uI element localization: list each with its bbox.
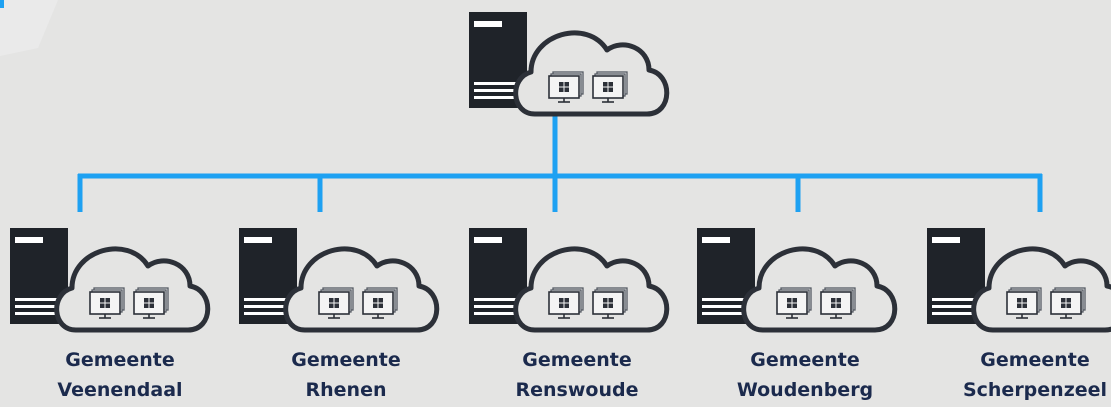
desktop-stack-icon: [776, 287, 812, 319]
windows-logo-icon: [100, 298, 110, 308]
desktop-stack-icon: [820, 287, 856, 319]
windows-logo-icon: [559, 298, 569, 308]
windows-logo-icon: [559, 82, 569, 92]
windows-logo-icon: [1017, 298, 1027, 308]
cloud-icon: [513, 246, 670, 333]
cloud-icon: [513, 30, 670, 117]
corner-decoration: [0, 0, 58, 56]
site-label-line1: Gemeente: [980, 349, 1090, 371]
windows-logo-icon: [787, 298, 797, 308]
windows-logo-icon: [144, 298, 154, 308]
desktop-stack-icon: [89, 287, 125, 319]
cloud-icon: [741, 246, 898, 333]
windows-logo-icon: [831, 298, 841, 308]
windows-logo-icon: [603, 82, 613, 92]
connector-lines: [77, 96, 1043, 212]
central-node: [469, 12, 670, 117]
windows-logo-icon: [329, 298, 339, 308]
site-node-3: [469, 228, 670, 333]
site-label-line2: Scherpenzeel: [962, 379, 1108, 401]
windows-logo-icon: [373, 298, 383, 308]
site-label-line1: Gemeente: [291, 349, 401, 371]
site-label-line2: Rhenen: [305, 379, 387, 401]
site-label-line1: Gemeente: [750, 349, 860, 371]
site-node-4: [697, 228, 898, 333]
desktop-stack-icon: [1050, 287, 1086, 319]
desktop-stack-icon: [592, 71, 628, 103]
desktop-stack-icon: [548, 287, 584, 319]
site-node-2: [239, 228, 440, 333]
site-label-line2: Woudenberg: [736, 379, 874, 401]
desktop-stack-icon: [362, 287, 398, 319]
cloud-icon: [283, 246, 440, 333]
windows-logo-icon: [603, 298, 613, 308]
cloud-icon: [54, 246, 211, 333]
windows-logo-icon: [1061, 298, 1071, 308]
desktop-stack-icon: [548, 71, 584, 103]
site-label-line2: Renswoude: [515, 379, 639, 401]
desktop-stack-icon: [1006, 287, 1042, 319]
server-icon: [697, 228, 755, 324]
site-label-line1: Gemeente: [522, 349, 632, 371]
site-node-5: [927, 228, 1111, 333]
site-node-1: [10, 228, 211, 333]
desktop-stack-icon: [318, 287, 354, 319]
site-label-line2: Veenendaal: [57, 379, 183, 401]
desktop-stack-icon: [133, 287, 169, 319]
cloud-icon: [971, 246, 1111, 333]
site-label-line1: Gemeente: [65, 349, 175, 371]
desktop-stack-icon: [592, 287, 628, 319]
